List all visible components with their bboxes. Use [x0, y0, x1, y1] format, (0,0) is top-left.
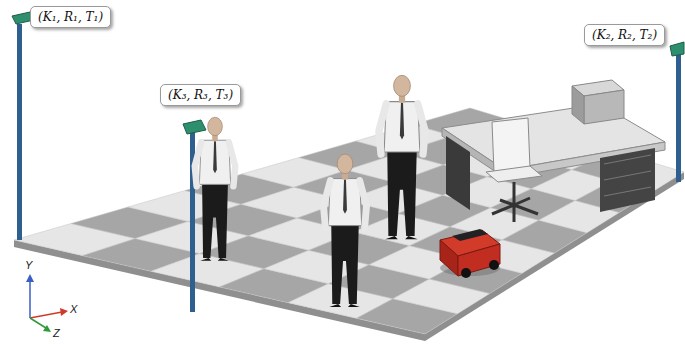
arrow-head [26, 274, 34, 282]
parameter-text: (K₁, R₁, T₁) [38, 10, 103, 24]
chair-seat [486, 166, 542, 182]
chair [486, 118, 542, 222]
x-axis [30, 312, 62, 318]
axes [26, 274, 68, 332]
computer-front [584, 90, 624, 124]
person [323, 154, 366, 307]
z-axis [30, 318, 46, 328]
arrow-head [43, 325, 51, 332]
desk-side [446, 136, 470, 210]
computer-side [572, 86, 584, 124]
camera [670, 42, 684, 56]
axis-label: Z [53, 327, 60, 339]
person [195, 117, 235, 261]
camera [183, 120, 206, 134]
axis-label: Y [25, 259, 32, 271]
camera-parameter-label: (K₃, R₃, T₃) [160, 84, 241, 106]
camera-parameter-label: (K₂, R₂, T₂) [584, 24, 665, 46]
robot-wheel [461, 268, 471, 278]
pole [17, 24, 22, 240]
arrow-head [60, 308, 68, 316]
drawer-lines [604, 155, 651, 196]
desk [442, 80, 665, 212]
robot-side [440, 240, 458, 276]
camera-pole [12, 12, 34, 240]
robot-wheel [489, 260, 499, 270]
robot [440, 229, 500, 278]
pole [676, 52, 681, 182]
y-axis [29, 278, 31, 318]
camera-parameter-label: (K₁, R₁, T₁) [30, 6, 111, 28]
parameter-text: (K₃, R₃, T₃) [168, 88, 233, 102]
chair-base [492, 182, 538, 222]
person [379, 75, 425, 239]
chair-back [492, 118, 530, 172]
axis-label: X [70, 303, 77, 315]
robot-sensor [452, 229, 488, 241]
parameter-text: (K₂, R₂, T₂) [592, 28, 657, 42]
camera-pole [670, 42, 684, 182]
desk-drawers [600, 148, 655, 212]
